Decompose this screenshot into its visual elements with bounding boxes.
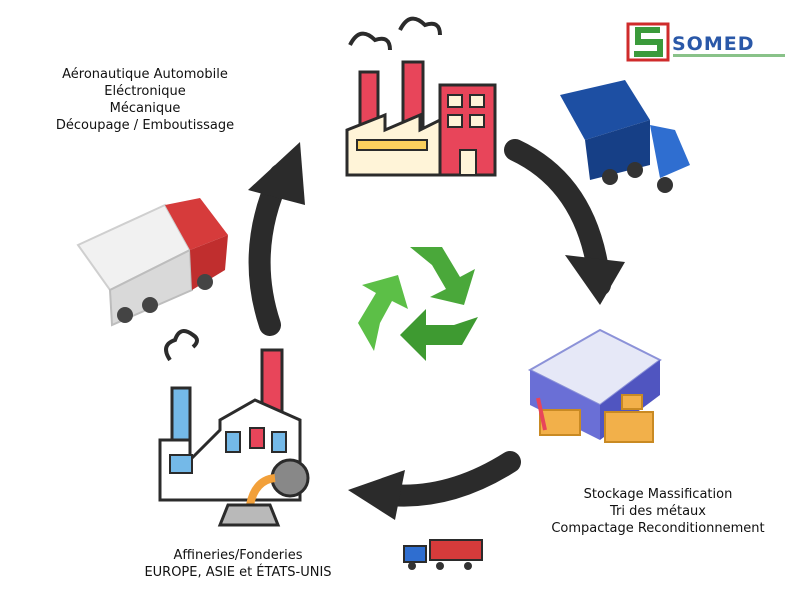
truck-icon xyxy=(560,80,690,193)
warehouse-icon xyxy=(527,328,662,443)
caption-bottom-line: EUROPE, ASIE et ÉTATS-UNIS xyxy=(144,565,332,580)
cycle-arrow-top-right xyxy=(504,139,625,305)
caption-top-line: Aéronautique Automobile xyxy=(62,67,228,82)
logo-underline xyxy=(673,54,785,57)
cycle-arrow-left xyxy=(248,142,305,336)
caption-top-line: Mécanique xyxy=(109,101,181,116)
caption-right-line: Stockage Massification xyxy=(583,487,733,502)
caption-top: Aéronautique Automobile Eléctronique Méc… xyxy=(40,66,250,134)
cycle-arrow-bottom-right xyxy=(348,451,521,520)
truck-icon xyxy=(76,198,228,327)
caption-top-line: Eléctronique xyxy=(104,84,186,99)
caption-right-line: Tri des métaux xyxy=(610,504,706,519)
caption-right: Stockage Massification Tri des métaux Co… xyxy=(528,486,788,537)
recycle-icon xyxy=(358,247,478,361)
logo-text: SOMED xyxy=(672,33,755,55)
caption-top-line: Découpage / Emboutissage xyxy=(55,118,235,133)
somed-logo-mark xyxy=(626,22,670,62)
caption-bottom-line: Affineries/Fonderies xyxy=(173,548,303,563)
caption-right-line: Compactage Reconditionnement xyxy=(551,521,765,536)
foundry-icon xyxy=(158,329,310,527)
caption-bottom: Affineries/Fonderies EUROPE, ASIE et ÉTA… xyxy=(118,547,358,581)
factory-icon xyxy=(345,16,497,177)
container-truck-icon xyxy=(403,539,483,570)
